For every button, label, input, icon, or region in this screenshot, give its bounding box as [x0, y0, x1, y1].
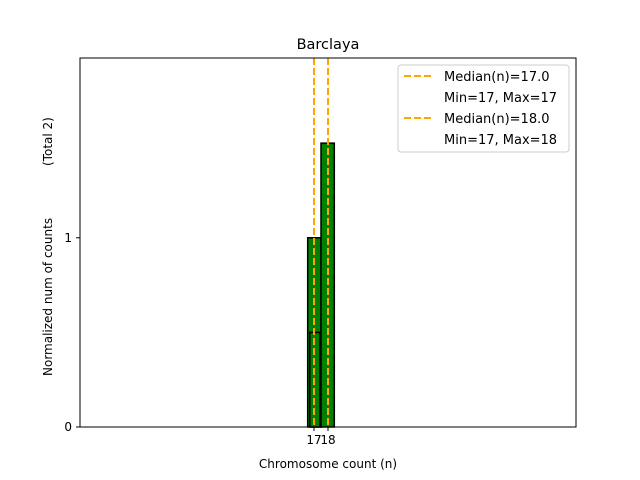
legend: Median(n)=17.0 Min=17, Max=17 Median(n)=… [397, 64, 570, 153]
legend-minmax-18: Min=17, Max=18 [444, 133, 557, 148]
legend-median-17: Median(n)=17.0 [444, 70, 550, 85]
y-tick-label-0: 0 [64, 420, 72, 434]
x-tick-label-17: 17 [306, 433, 321, 447]
y-axis-total-label: (Total 2) [41, 117, 55, 166]
x-tick-label-18: 18 [320, 433, 335, 447]
legend-minmax-17: Min=17, Max=17 [444, 91, 557, 106]
legend-box [397, 64, 570, 153]
x-axis-label: Chromosome count (n) [259, 457, 397, 471]
y-tick-label-1: 1 [64, 231, 72, 245]
legend-median-18: Median(n)=18.0 [444, 112, 550, 127]
y-axis-label: Normalized num of counts [41, 218, 55, 376]
axes-frame [79, 57, 577, 428]
chart-title: Barclaya [297, 37, 360, 53]
